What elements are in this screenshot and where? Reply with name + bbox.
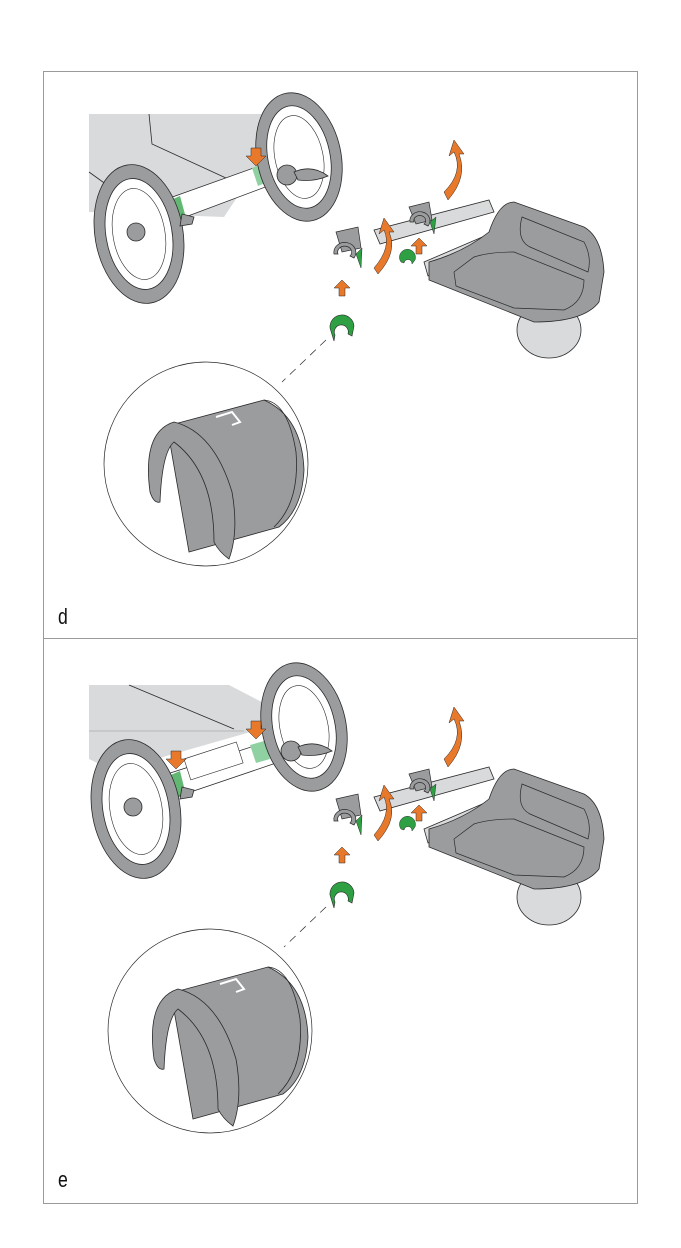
clip-position-marker [250, 741, 270, 763]
clip-icon [329, 314, 355, 342]
wheel-rear-right [255, 92, 343, 222]
up-arrow-icon [410, 237, 428, 255]
rider-board [373, 766, 605, 926]
wheel-rear-right [260, 662, 348, 792]
clip-icon [399, 249, 416, 265]
leader-line [281, 339, 327, 383]
wheel-rear-left [90, 739, 195, 879]
clip-icon [329, 881, 355, 909]
down-arrow-icon [165, 750, 187, 770]
up-arrow-icon [333, 279, 351, 297]
step-d-panel: d [44, 72, 637, 639]
wheel-rear-left [93, 164, 195, 304]
step-d-illustration [88, 92, 605, 567]
step-e-panel: e [44, 639, 637, 1205]
down-arrow-icon [245, 147, 267, 167]
board-bracket-lower [333, 226, 416, 269]
board-bracket-upper [408, 201, 437, 235]
board-bracket-lower [333, 793, 416, 836]
up-arrow-icon [333, 846, 351, 864]
rotate-arrow-icon [443, 139, 465, 201]
clip-icon [399, 816, 416, 832]
down-arrow-icon [245, 720, 267, 740]
instruction-frame: d [43, 71, 638, 1204]
rotate-arrow-icon [373, 217, 395, 275]
rotate-arrow-icon [443, 706, 465, 768]
rider-board [373, 199, 605, 359]
rotate-arrow-icon [373, 784, 395, 842]
leader-line [283, 906, 327, 948]
board-bracket-upper [408, 768, 437, 802]
magnifier-inset [103, 361, 309, 567]
step-label-d: d [58, 604, 68, 629]
step-e-illustration [89, 662, 605, 1134]
step-label-e: e [58, 1167, 68, 1192]
up-arrow-icon [410, 804, 428, 822]
magnifier-inset [107, 928, 313, 1134]
